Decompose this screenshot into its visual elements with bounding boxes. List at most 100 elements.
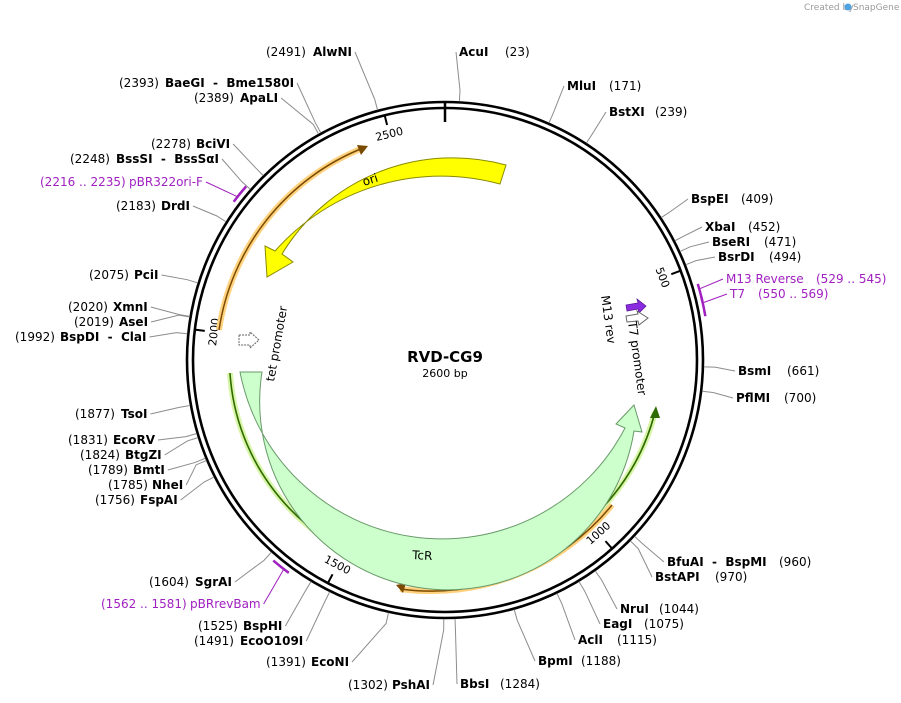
site-AseI: (2019) AseI — [74, 315, 148, 329]
svg-text:(1115): (1115) — [617, 633, 657, 647]
credit-brand: SnapGene — [853, 3, 900, 13]
leader-line — [221, 158, 251, 190]
site-BstAPI: BstAPI (970) — [655, 570, 747, 584]
orf-arrow-reverse-icon — [396, 583, 406, 593]
site-EcoO109I: (1491) EcoO109I — [194, 634, 303, 648]
orf-arc-ori-core — [218, 147, 364, 331]
primer-M13-Reverse: M13 Reverse (529 .. 545) — [726, 272, 886, 286]
site-EagI: EagI (1075) — [603, 617, 684, 631]
primer-pBR322ori-F: (2216 .. 2235) pBR322ori-F — [40, 175, 203, 189]
svg-text:BsrDI: BsrDI — [718, 250, 755, 264]
svg-text:BsmI: BsmI — [738, 364, 771, 378]
svg-text:(529 .. 545): (529 .. 545) — [816, 272, 886, 286]
leader-line — [629, 540, 653, 578]
leader-line — [149, 332, 188, 338]
svg-text:BpmI: BpmI — [538, 654, 573, 668]
leader-line — [702, 390, 734, 399]
site-BfuAI-BspMI: BfuAI - BspMI (960) — [667, 555, 811, 569]
svg-text:(1604): (1604) — [149, 575, 189, 589]
svg-text:(1188): (1188) — [581, 654, 621, 668]
leader-line — [150, 306, 190, 317]
leader-line — [150, 314, 190, 323]
svg-text:(2389): (2389) — [194, 91, 234, 105]
svg-text:BbsI: BbsI — [460, 677, 489, 691]
site-BtgZI: (1824) BtgZI — [80, 448, 162, 462]
leader-line — [161, 274, 198, 284]
svg-text:BciVI: BciVI — [196, 137, 230, 151]
svg-text:(2216 .. 2235): (2216 .. 2235) — [40, 175, 126, 189]
leader-line — [185, 460, 207, 486]
ori-label: ori — [361, 171, 380, 189]
site-AclI: AclI (1115) — [578, 633, 657, 647]
site-BspEI: BspEI (409) — [691, 192, 773, 206]
svg-text:AcuI: AcuI — [459, 45, 488, 59]
tet-promoter-icon — [238, 330, 260, 350]
leader-line — [351, 612, 389, 663]
site-EcoNI: (1391) EcoNI — [266, 655, 349, 669]
orf-arrow-ori-icon — [357, 145, 368, 155]
svg-text:EcoO109I: EcoO109I — [240, 634, 303, 648]
leader-line — [180, 476, 215, 501]
leader-line — [167, 457, 206, 471]
site-AcuI: AcuI (23) — [459, 45, 530, 59]
svg-text:NruI: NruI — [620, 602, 649, 616]
svg-text:SgrAI: SgrAI — [195, 575, 232, 589]
site-BbsI: BbsI (1284) — [460, 677, 540, 691]
site-AlwNI: (2491) AlwNI — [266, 45, 352, 59]
orf-arrow-tcr-icon — [650, 406, 660, 418]
svg-text:EcoNI: EcoNI — [311, 655, 349, 669]
tick-mark-500 — [670, 269, 682, 276]
svg-text:(452): (452) — [748, 220, 780, 234]
svg-text:BtgZI: BtgZI — [125, 448, 162, 462]
tick-mark-2500 — [383, 114, 389, 126]
site-BssSI-BssSaI: (2248) BssSI - BssSαI — [70, 152, 219, 166]
site-PshAI: (1302) PshAI — [348, 678, 430, 692]
site-TsoI: (1877) TsoI — [75, 407, 147, 421]
svg-text:DrdI: DrdI — [161, 199, 190, 213]
primer-T7: T7 (550 .. 569) — [729, 287, 828, 301]
svg-text:(471): (471) — [764, 235, 796, 249]
t7-promoter-icon — [625, 309, 649, 326]
leader-line — [234, 551, 272, 583]
leader-line — [158, 432, 197, 441]
primer-pBRrevBam: (1562 .. 1581) pBRrevBam — [101, 597, 261, 611]
svg-text:(2020): (2020) — [68, 300, 108, 314]
site-BseRI: BseRI (471) — [712, 235, 796, 249]
site-BspDI-ClaI: (1992) BspDI - ClaI — [15, 330, 146, 344]
site-ApaLI: (2389) ApaLI — [194, 91, 278, 105]
t7-promoter-label: T7 promoter — [625, 319, 649, 396]
leader-line — [594, 570, 618, 610]
tick-mark-2000 — [193, 328, 205, 332]
plasmid-length: 2600 bp — [422, 367, 467, 380]
svg-text:(700): (700) — [784, 391, 816, 405]
svg-text:BmtI: BmtI — [133, 463, 165, 477]
svg-text:(2248): (2248) — [70, 152, 110, 166]
leader-line — [455, 51, 461, 102]
svg-text:XmnI: XmnI — [113, 300, 148, 314]
leader-line — [284, 581, 312, 627]
svg-text:(661): (661) — [787, 364, 819, 378]
svg-text:(171): (171) — [609, 79, 641, 93]
leader-line — [703, 366, 736, 372]
svg-text:(1491): (1491) — [194, 634, 234, 648]
tet-promoter-label: tet promoter — [263, 305, 290, 383]
svg-text:(1877): (1877) — [75, 407, 115, 421]
site-XmnI: (2020) XmnI — [68, 300, 148, 314]
svg-text:(2491): (2491) — [266, 45, 306, 59]
leader-line — [674, 226, 703, 242]
site-XbaI: XbaI (452) — [705, 220, 780, 234]
svg-text:(23): (23) — [505, 45, 530, 59]
m13-rev-label: M13 rev — [598, 294, 619, 344]
svg-text:(1302): (1302) — [348, 678, 388, 692]
svg-text:(2183): (2183) — [116, 199, 156, 213]
svg-text:BaeGI - Bme1580I: BaeGI - Bme1580I — [165, 76, 294, 90]
leader-line — [296, 82, 322, 133]
leader-line — [634, 536, 665, 563]
tick-mark-1500 — [326, 573, 334, 585]
site-MluI: MluI (171) — [567, 79, 641, 93]
svg-text:T7: T7 — [729, 287, 745, 301]
leader-line — [432, 618, 445, 686]
site-PflMI: PflMI (700) — [736, 391, 816, 405]
primer-marker — [232, 185, 248, 203]
leader-line — [685, 256, 716, 266]
